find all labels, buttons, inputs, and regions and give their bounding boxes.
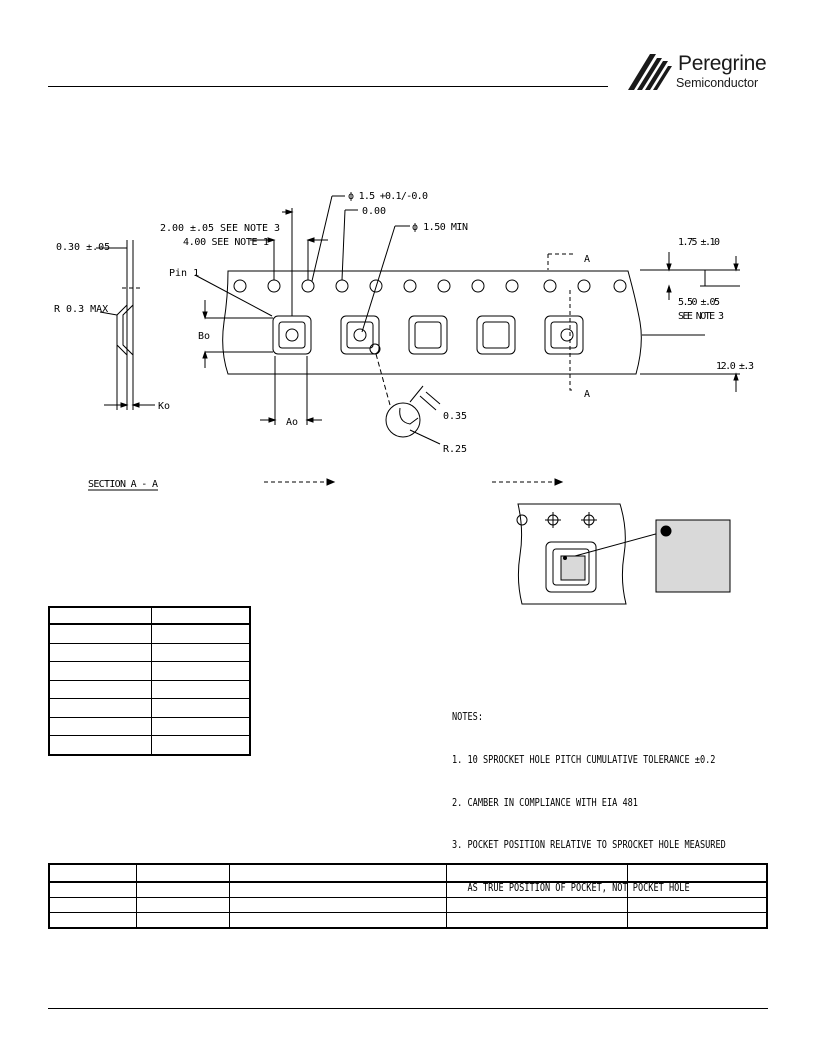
- logo-subtitle: Semiconductor: [676, 76, 759, 90]
- footer-rule: [48, 1008, 768, 1009]
- sprocket-holes: [233, 279, 627, 293]
- table-row: [48, 897, 768, 913]
- section-title: SECTION A - A: [88, 479, 158, 490]
- table-row: [48, 679, 251, 699]
- pocket-center-label: 5.50 ±.05: [678, 297, 720, 308]
- radius-label: R 0.3 MAX: [54, 304, 108, 315]
- table-row: [48, 698, 251, 718]
- hole-diameter-label: ϕ 1.50 MIN: [412, 222, 468, 233]
- edge-dim-label: 1.75 ±.10: [678, 237, 720, 248]
- table-row: [48, 642, 251, 662]
- table-header-row: [48, 863, 768, 883]
- drawing-labels: 0.30 ±.05 R 0.3 MAX Ko Pin 1 Bo Ao 2.00 …: [54, 191, 754, 491]
- pitch-sprocket-label: 4.00 SEE NOTE 1: [183, 237, 269, 248]
- see-note3-label: SEE NOTE 3: [678, 311, 724, 322]
- table-header-row: [48, 606, 251, 625]
- ao-label: Ao: [286, 417, 298, 428]
- section-a-bottom-label: A: [584, 389, 590, 400]
- header-rule: [48, 86, 608, 87]
- company-logo: Peregrine Semiconductor: [626, 50, 776, 96]
- thickness-label: 0.30 ±.05: [56, 242, 110, 253]
- peregrine-logo-icon: [628, 54, 672, 90]
- ordering-table: [48, 863, 768, 929]
- detail-035-label: 0.35: [443, 411, 467, 422]
- bo-label: Bo: [198, 331, 210, 342]
- notes-title: NOTES:: [452, 710, 484, 724]
- zero-label: 0.00: [362, 206, 386, 217]
- pin1-label: Pin 1: [169, 268, 199, 279]
- note-item: 2. CAMBER IN COMPLIANCE WITH EIA 481: [452, 795, 638, 809]
- pockets: [272, 315, 584, 355]
- logo-name: Peregrine: [678, 52, 767, 75]
- sprocket-diameter-label: ϕ 1.5 +0.1/-0.0: [348, 191, 428, 202]
- table-row: [48, 716, 251, 736]
- table-row: [48, 735, 251, 755]
- table-row: [48, 912, 768, 929]
- section-a-top-label: A: [584, 254, 590, 265]
- table-row: [48, 661, 251, 681]
- pitch-pocket-label: 2.00 ±.05 SEE NOTE 3: [160, 223, 280, 234]
- note-item: 1. 10 SPROCKET HOLE PITCH CUMULATIVE TOL…: [452, 753, 716, 767]
- ko-label: Ko: [158, 401, 170, 412]
- table-row: [48, 623, 251, 644]
- tape-reel-drawing: 0.30 ±.05 R 0.3 MAX Ko Pin 1 Bo Ao 2.00 …: [54, 191, 754, 605]
- note-item: 3. POCKET POSITION RELATIVE TO SPROCKET …: [452, 838, 726, 852]
- detail-r25-label: R.25: [443, 444, 467, 455]
- dimension-table: [48, 606, 251, 756]
- table-row: [48, 881, 768, 898]
- width-label: 12.0 ±.3: [716, 361, 754, 372]
